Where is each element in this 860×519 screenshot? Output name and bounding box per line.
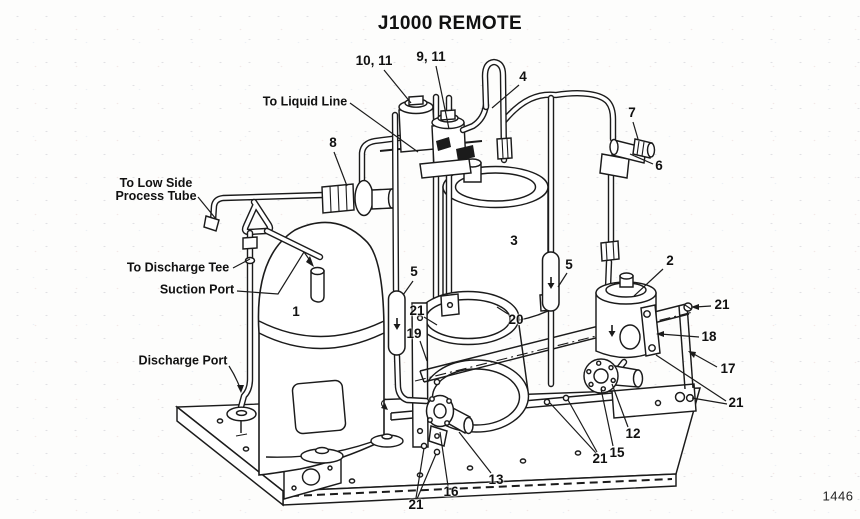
discharge-port-assembly (226, 263, 257, 437)
callout-1: 1 (292, 303, 300, 319)
liquid-line-tubing-top (463, 62, 513, 160)
callout-13: 13 (488, 471, 504, 487)
callout-20: 20 (508, 311, 524, 327)
compressor (257, 221, 404, 476)
screws (683, 302, 695, 403)
callout-10-11: 10, 11 (355, 52, 393, 68)
sight-glass-assembly (599, 138, 656, 262)
suction-port-stub (310, 270, 325, 303)
callout-21-c: 21 (409, 302, 425, 318)
callout-6: 6 (655, 157, 663, 173)
callout-15: 15 (609, 444, 625, 460)
service-valve-assembly (380, 394, 474, 456)
label-to-liquid-line: To Liquid Line (262, 94, 348, 109)
callout-9-11: 9, 11 (416, 48, 446, 64)
callout-16: 16 (443, 483, 459, 499)
callout-21-a: 21 (714, 296, 730, 312)
flow-arrows (393, 277, 616, 337)
label-to-discharge-tee: To Discharge Tee (126, 260, 230, 275)
process-tube-assembly (203, 138, 399, 265)
callout-21-e: 21 (408, 496, 424, 512)
callout-5-right: 5 (565, 256, 573, 272)
label-to-low-side-process-tube: To Low Side Process Tube (115, 175, 197, 203)
receiver-tank (442, 158, 549, 324)
callout-2: 2 (666, 252, 674, 268)
page-title: J1000 REMOTE (377, 13, 523, 34)
callout-18: 18 (701, 328, 717, 344)
callout-7: 7 (628, 104, 636, 120)
label-suction-port: Suction Port (159, 282, 235, 297)
callout-5-left: 5 (410, 263, 418, 279)
rotary-compressor (543, 358, 644, 406)
callout-8: 8 (329, 134, 337, 150)
callout-19: 19 (406, 325, 422, 341)
callout-17: 17 (720, 360, 736, 376)
callout-21-d: 21 (592, 450, 608, 466)
callout-3: 3 (510, 232, 518, 248)
callout-21-b: 21 (728, 394, 744, 410)
leader-lines (197, 65, 728, 500)
callout-4: 4 (519, 68, 527, 84)
bracket (640, 304, 661, 357)
label-discharge-port: Discharge Port (138, 353, 228, 368)
figure-number: 1446 (822, 488, 854, 504)
callout-12: 12 (625, 425, 641, 441)
